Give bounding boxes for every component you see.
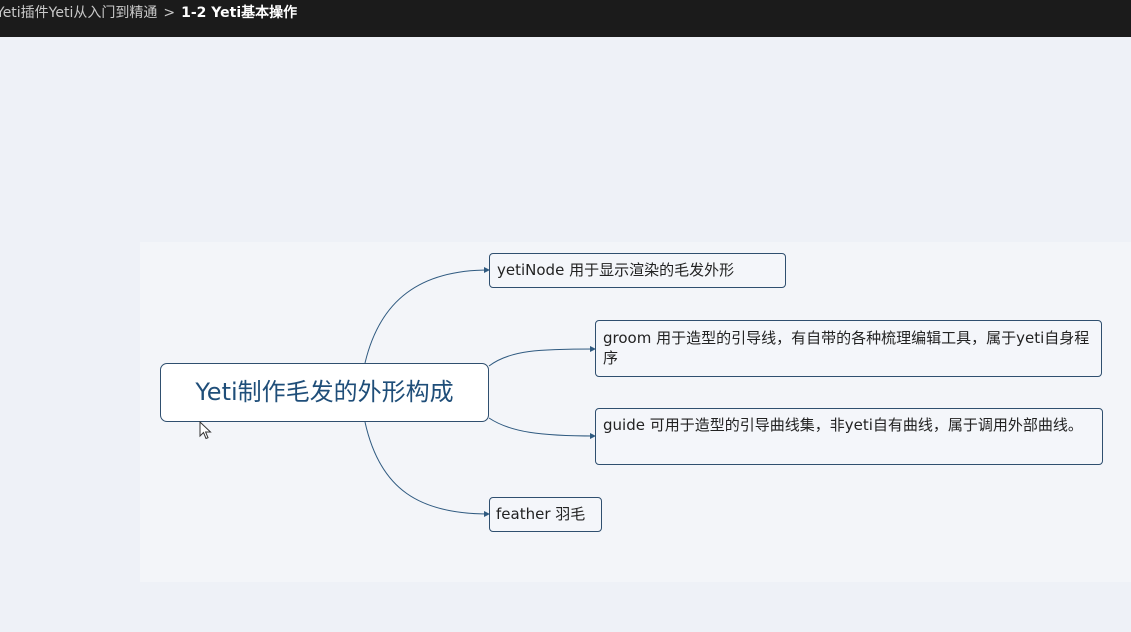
mindmap-node-feather: feather 羽毛 [489, 497, 602, 532]
mindmap-node-yetinode: yetiNode 用于显示渲染的毛发外形 [489, 253, 786, 288]
connector-yetinode [364, 267, 490, 364]
connector-groom [488, 346, 596, 367]
mouse-cursor-icon [199, 421, 212, 440]
connector-guide [488, 417, 596, 439]
mindmap-node-groom: groom 用于造型的引导线，有自带的各种梳理编辑工具，属于yeti自身程序 [595, 320, 1102, 377]
breadcrumb-separator: > [163, 5, 176, 21]
mindmap-root-node: Yeti制作毛发的外形构成 [160, 363, 489, 422]
breadcrumb-current-lesson: 1-2 Yeti基本操作 [181, 5, 298, 21]
connector-feather [364, 421, 490, 517]
video-title-bar: Yeti插件Yeti从入门到精通 >1-2 Yeti基本操作 [0, 0, 1131, 37]
mindmap-node-guide: guide 可用于造型的引导曲线集，非yeti自有曲线，属于调用外部曲线。 [595, 408, 1103, 465]
breadcrumb-course[interactable]: Yeti插件Yeti从入门到精通 [0, 5, 158, 21]
